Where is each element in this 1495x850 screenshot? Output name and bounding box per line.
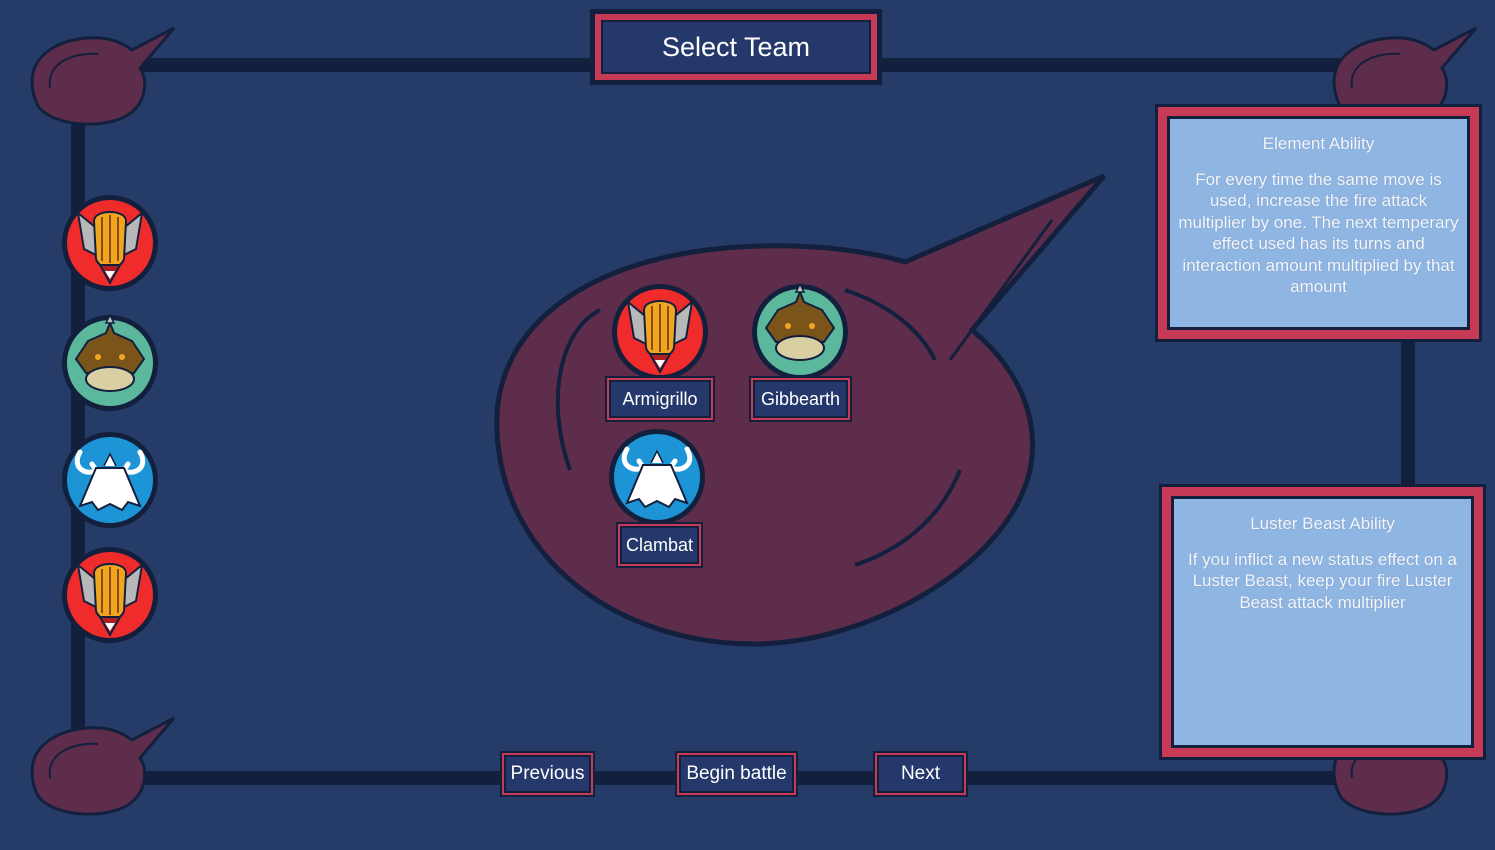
team-gibbearth-button[interactable]: Gibbearth [749, 376, 852, 422]
luster-ability-title: Luster Beast Ability [1250, 514, 1395, 533]
roster-clambat-icon[interactable] [62, 432, 158, 528]
luster-ability-text: If you inflict a new status effect on a … [1187, 549, 1457, 612]
team-armigrillo-button[interactable]: Armigrillo [605, 376, 715, 422]
corner-bubble-bottom-left [30, 716, 176, 816]
element-ability-text: For every time the same move is used, in… [1178, 169, 1459, 297]
roster-armigrillo-icon[interactable] [61, 194, 159, 292]
roster-gibbearth-icon[interactable] [61, 314, 159, 412]
team-armigrillo-icon[interactable] [611, 283, 709, 381]
roster-armigrillo-icon-2[interactable] [61, 546, 159, 644]
element-ability-title: Element Ability [1262, 134, 1375, 153]
previous-button[interactable]: Previous [500, 751, 595, 797]
next-button[interactable]: Next [873, 751, 968, 797]
element-ability-panel: Element Ability For every time the same … [1155, 104, 1482, 342]
page-title: Select Team [601, 20, 871, 74]
begin-battle-button[interactable]: Begin battle [675, 751, 798, 797]
team-gibbearth-icon[interactable] [751, 283, 849, 381]
corner-bubble-top-left [30, 26, 176, 126]
title-banner: Select Team [590, 9, 882, 85]
team-clambat-button[interactable]: Clambat [616, 522, 703, 568]
team-clambat-icon[interactable] [609, 429, 705, 525]
luster-ability-panel: Luster Beast Ability If you inflict a ne… [1159, 484, 1486, 760]
